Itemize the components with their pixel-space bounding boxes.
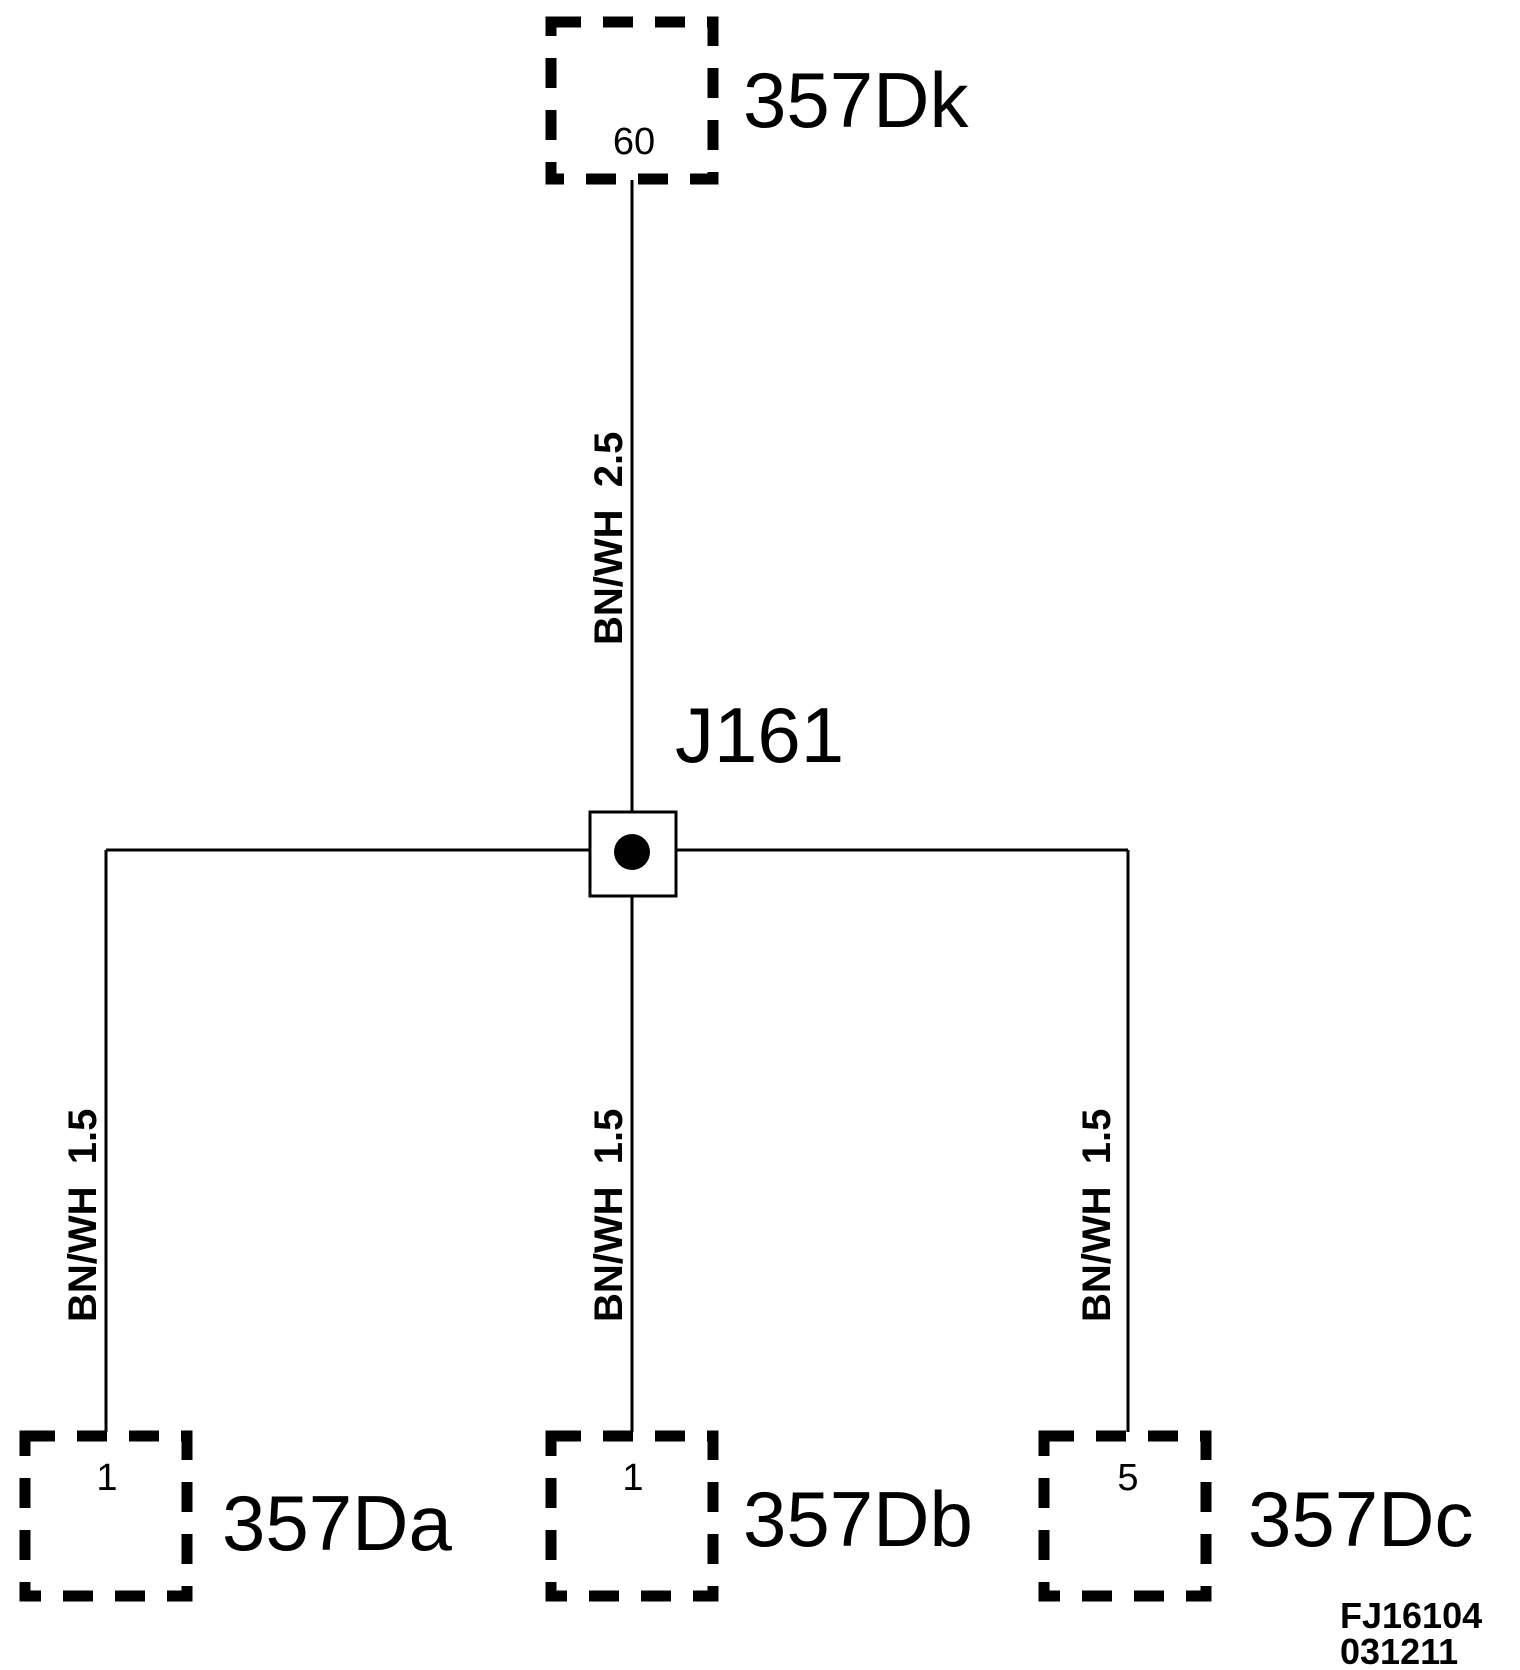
connector-right-box <box>1038 1430 1212 1602</box>
connector-left-box <box>19 1430 193 1602</box>
splice-label: J161 <box>675 691 844 779</box>
connector-top-pin: 60 <box>613 121 655 163</box>
connector-middle-label: 357Db <box>743 1475 973 1563</box>
connector-left-label: 357Da <box>222 1479 452 1567</box>
connector-top-box <box>545 16 719 185</box>
wire-label-middle: BN/WH 1.5 <box>587 1109 631 1322</box>
connector-right-pin: 5 <box>1117 1457 1138 1499</box>
wire-label-right: BN/WH 1.5 <box>1075 1109 1119 1322</box>
connector-left-pin: 1 <box>96 1457 117 1499</box>
connector-right-label: 357Dc <box>1248 1475 1473 1563</box>
wire-label-top: BN/WH 2.5 <box>587 432 631 645</box>
connector-middle-pin: 1 <box>622 1457 643 1499</box>
wire-label-left: BN/WH 1.5 <box>61 1109 105 1322</box>
connector-middle-box <box>545 1430 719 1602</box>
figure-code-line1: FJ16104 <box>1340 1595 1482 1636</box>
figure-code-line2: 031211 <box>1340 1631 1458 1670</box>
splice-dot <box>614 834 650 870</box>
connector-top-label: 357Dk <box>743 56 969 144</box>
